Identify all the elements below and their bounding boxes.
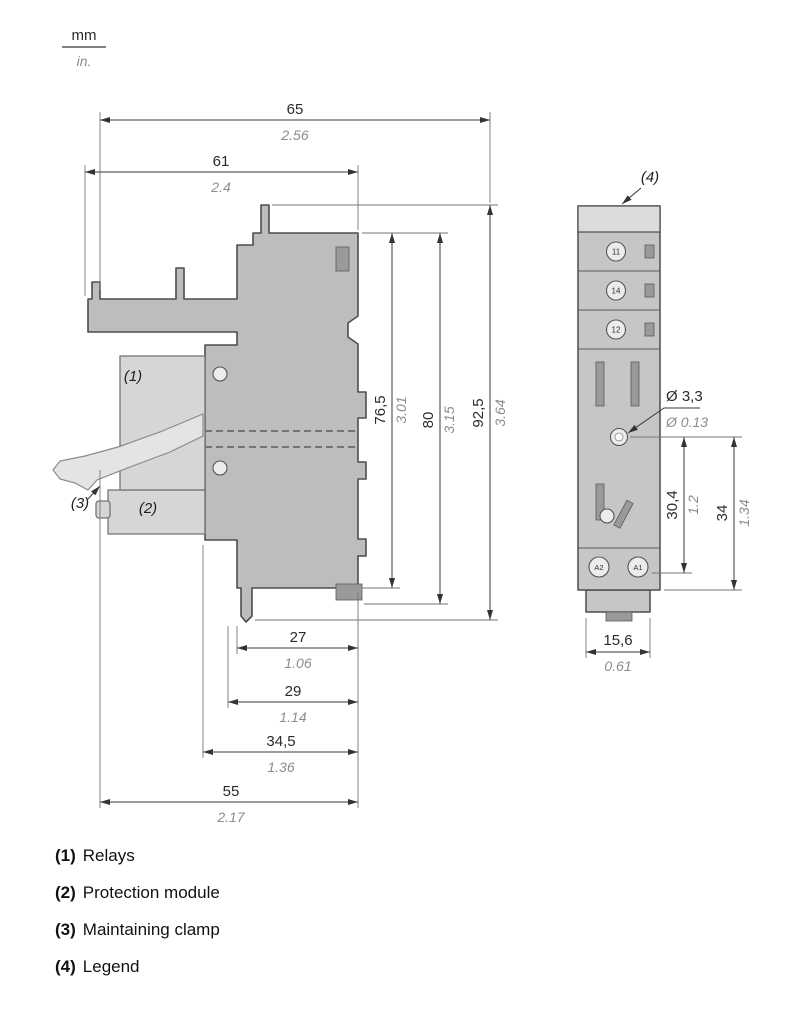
dim-in-value: 1.34 xyxy=(736,499,752,526)
socket-screw-lower xyxy=(212,460,228,476)
legend-item-label: Legend xyxy=(82,957,140,976)
legend-item-protection-module: (2) Protection module xyxy=(55,883,220,903)
dim-in-value: Ø 0.13 xyxy=(665,414,708,430)
dim-depth-29: 29 1.14 xyxy=(227,626,358,725)
dim-mm-value: 55 xyxy=(223,783,240,800)
terminal-label: 11 xyxy=(612,248,621,257)
legend-item-label: Protection module xyxy=(82,883,220,902)
terminal-screw xyxy=(588,556,610,578)
socket-screw-upper xyxy=(212,366,228,382)
dim-height-34: 34 1.34 xyxy=(664,437,752,591)
mounting-foot-tab xyxy=(605,611,633,622)
upper-slot xyxy=(335,246,350,272)
socket-body-front xyxy=(577,205,661,591)
din-rail-clip xyxy=(335,583,363,601)
legend-item-relays: (1) Relays xyxy=(55,846,220,866)
leader-line xyxy=(627,407,700,434)
legend-item-legend: (4) Legend xyxy=(55,957,220,977)
front-view: 11 14 12 A2 A1 (4) Ø 3,3 Ø 0.13 xyxy=(577,169,752,674)
terminal-screw xyxy=(627,556,649,578)
legend-item-number: (2) xyxy=(55,883,76,902)
legend-item-maintaining-clamp: (3) Maintaining clamp xyxy=(55,920,220,940)
mounting-foot xyxy=(585,589,651,613)
protection-module-tab xyxy=(95,500,111,519)
mounting-hole-center xyxy=(614,432,624,442)
dim-height-30-4: 30,4 1.2 xyxy=(652,437,701,574)
callout-legend: (4) xyxy=(641,169,659,186)
legend-list: (1) Relays (2) Protection module (3) Mainta… xyxy=(55,846,220,994)
legend-strip xyxy=(577,205,661,233)
dim-in-value: 1.14 xyxy=(279,709,306,725)
terminal-label: A2 xyxy=(594,563,603,572)
dim-in-value: 3.64 xyxy=(492,399,508,426)
dim-mm-value: 34 xyxy=(714,505,731,522)
terminal-screw xyxy=(605,280,627,301)
dim-width-61: 61 2.4 xyxy=(84,153,359,296)
dim-mm-value: 92,5 xyxy=(470,398,487,427)
legend-item-number: (1) xyxy=(55,846,76,865)
dim-mm-value: 30,4 xyxy=(664,490,681,519)
dim-in-value: 1.36 xyxy=(267,759,294,775)
protection-module-block xyxy=(107,489,206,535)
units-in-label: in. xyxy=(77,53,92,69)
terminal-notch xyxy=(644,283,655,298)
dim-depth-55: 55 2.17 xyxy=(99,470,358,825)
dim-height-76-5: 76,5 3.01 xyxy=(362,232,448,589)
callout-legend-leader-arrow xyxy=(621,187,642,205)
dim-width-15-6: 15,6 0.61 xyxy=(585,618,651,674)
dim-in-value: 0.61 xyxy=(604,658,631,674)
terminal-screw xyxy=(605,319,627,340)
terminal-screw xyxy=(605,241,627,262)
units-indicator: mm in. xyxy=(62,27,106,69)
terminal-label: 12 xyxy=(612,326,621,335)
dim-mm-value: Ø 3,3 xyxy=(666,388,703,405)
socket-body-side xyxy=(87,204,367,623)
terminal-label: 14 xyxy=(612,287,621,296)
side-view: (1) (2) (3) 65 2.56 61 2.4 76,5 3.01 xyxy=(52,101,508,825)
dim-in-value: 2.4 xyxy=(210,179,231,195)
vent-slot xyxy=(595,361,605,407)
dim-height-92-5: 92,5 3.64 xyxy=(255,204,508,621)
dim-in-value: 2.56 xyxy=(280,127,308,143)
dim-height-80: 80 3.15 xyxy=(364,233,457,605)
keyhole xyxy=(599,508,615,524)
dim-mm-value: 34,5 xyxy=(266,733,295,750)
dim-in-value: 1.06 xyxy=(284,655,311,671)
callout-protection-module: (2) xyxy=(139,500,157,517)
vent-slot xyxy=(630,361,640,407)
callout-maintaining-clamp: (3) xyxy=(71,495,89,512)
dim-mm-value: 15,6 xyxy=(603,632,632,649)
callout-relay: (1) xyxy=(124,368,142,385)
dim-depth-34-5: 34,5 1.36 xyxy=(202,545,358,775)
dim-in-value: 3.01 xyxy=(393,396,409,423)
callout-clamp-leader-arrow xyxy=(87,485,101,500)
dim-mm-value: 27 xyxy=(290,629,307,646)
maintaining-clamp xyxy=(52,413,204,491)
terminal-label: A1 xyxy=(633,563,642,572)
dim-hole-diameter: Ø 3,3 Ø 0.13 xyxy=(627,388,708,434)
legend-item-label: Maintaining clamp xyxy=(82,920,220,939)
vent-slot xyxy=(595,483,605,521)
terminal-notch xyxy=(644,322,655,337)
dim-in-value: 1.2 xyxy=(685,495,701,515)
dim-mm-value: 65 xyxy=(287,101,304,118)
dim-mm-value: 61 xyxy=(213,153,230,170)
legend-item-number: (4) xyxy=(55,957,76,976)
dim-in-value: 2.17 xyxy=(216,809,245,825)
units-mm-label: mm xyxy=(72,27,97,44)
legend-item-number: (3) xyxy=(55,920,76,939)
dim-width-65: 65 2.56 xyxy=(99,101,491,290)
dim-depth-27: 27 1.06 xyxy=(236,626,358,671)
legend-item-label: Relays xyxy=(82,846,135,865)
dim-mm-value: 29 xyxy=(285,683,302,700)
angled-slot xyxy=(613,499,634,529)
dim-in-value: 3.15 xyxy=(441,406,457,433)
dim-mm-value: 80 xyxy=(420,412,437,429)
terminal-notch xyxy=(644,244,655,259)
dim-mm-value: 76,5 xyxy=(372,395,389,424)
